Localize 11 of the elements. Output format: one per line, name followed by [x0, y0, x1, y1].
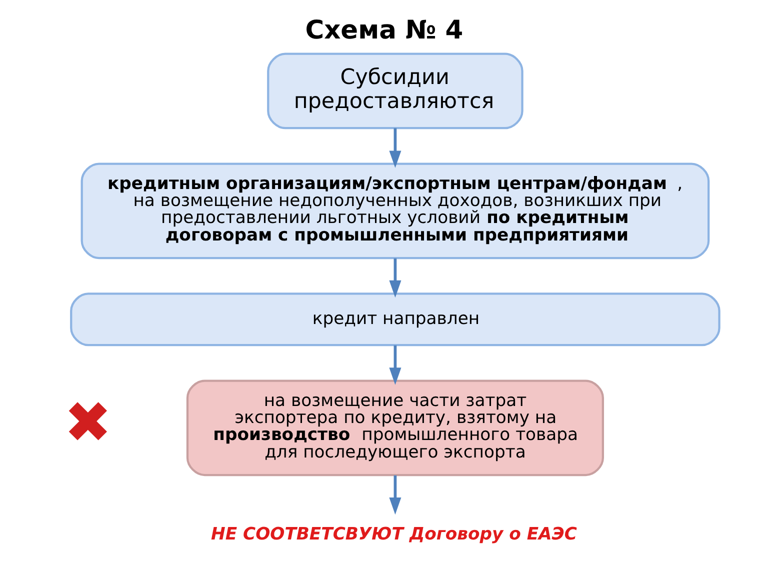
node-box: кредит направлен	[70, 292, 720, 346]
node-box: на возмещение части затрат экспортера по кредиту, взятому на производство промышленного товара для последующего экспорта	[186, 380, 604, 476]
arrow	[388, 345, 401, 385]
node-box: Субсидии предоставляются	[266, 52, 523, 130]
node-text: ✖	[63, 390, 112, 456]
arrow	[388, 258, 401, 298]
arrow	[388, 128, 401, 168]
diagram-title: Схема № 4	[304, 16, 463, 46]
node-text: НЕ СООТВЕТСВУЮТ Договору о ЕАЭС	[210, 524, 576, 544]
arrow	[388, 475, 401, 515]
node-box: кредитным организациям/экспортным центрам/фондам, на возмещение недополученных доходов, возникших при предоставлении льготных условий по кредитным договорам с промышленными предприятиями	[80, 162, 710, 260]
